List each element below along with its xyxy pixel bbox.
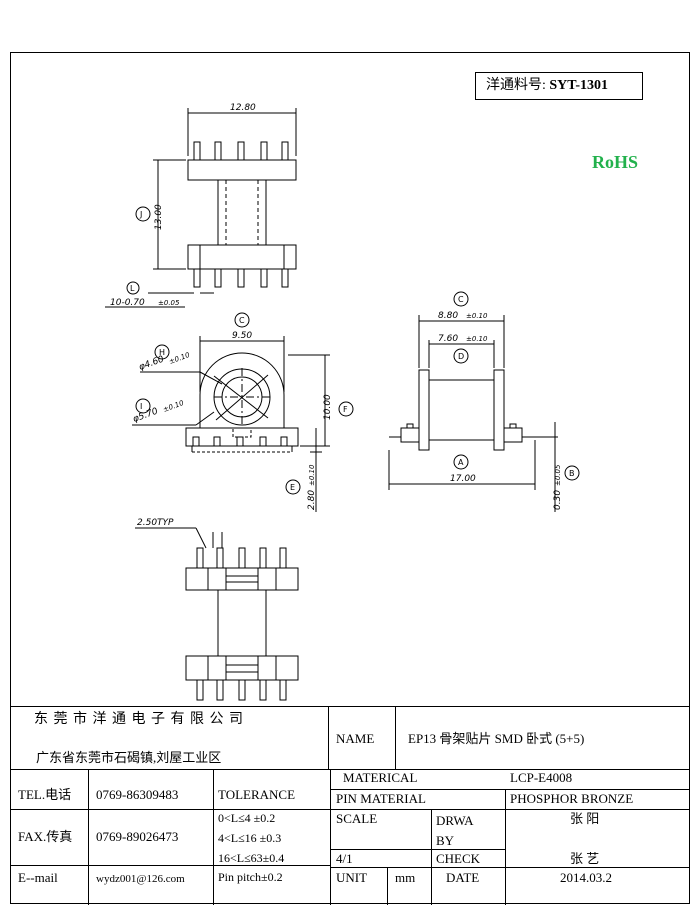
bottom-view xyxy=(135,527,299,701)
title-block: 东 莞 市 洋 通 电 子 有 限 公 司 广东省东莞市石碣镇,刘屋工业区 NA… xyxy=(10,706,690,905)
dim-height-front: 10.00 xyxy=(323,394,333,420)
unit-label: UNIT xyxy=(336,870,368,885)
dim-dia-outer-tol: ±0.10 xyxy=(162,399,185,414)
tolerance-line-1: 0<L≤4 ±0.2 xyxy=(218,811,276,825)
unit-value: mm xyxy=(395,870,416,885)
tag-j: J xyxy=(139,210,142,219)
tag-c-front: C xyxy=(239,316,245,325)
email-value: wydz001@126.com xyxy=(96,873,185,885)
part-number-value: SYT-1301 xyxy=(549,78,609,93)
dim-pin: 10-0.70 xyxy=(110,298,145,308)
tag-d: D xyxy=(458,352,464,361)
tag-e: E xyxy=(290,483,295,492)
email-label: E--mail xyxy=(18,870,58,885)
dim-top-width: 8.80 xyxy=(438,311,458,321)
date-label: DATE xyxy=(446,870,480,885)
dim-base-tol: ±0.10 xyxy=(308,464,316,486)
dim-inner-width-tol: ±0.10 xyxy=(466,335,488,343)
tolerance-line-3: 16<L≤63±0.4 xyxy=(218,851,285,865)
dim-top-width-tol: ±0.10 xyxy=(466,312,488,320)
dim-inner-width: 7.60 xyxy=(438,334,458,344)
dim-height-top: 13.00 xyxy=(154,204,164,230)
dim-dia-inner-tol: ±0.10 xyxy=(168,351,191,366)
dim-thick-tol: ±0.05 xyxy=(554,464,562,486)
side-view xyxy=(388,291,580,512)
drawing-sheet-border xyxy=(10,52,690,904)
dim-pin-tol: ±0.05 xyxy=(158,299,180,307)
check-value: 张 艺 xyxy=(570,851,600,866)
dim-pitch: 2.50TYP xyxy=(137,518,174,528)
fax-value: 0769-89026473 xyxy=(96,829,179,844)
dim-base: 2.80 xyxy=(307,490,317,510)
company-address: 广东省东莞市石碣镇,刘屋工业区 xyxy=(36,750,222,765)
drawn-label: DRWA BY xyxy=(436,813,473,848)
dim-length: 17.00 xyxy=(450,474,476,484)
dim-dia-outer: φ5.70 xyxy=(132,406,160,424)
dim-thick: 0.30 xyxy=(553,490,563,510)
name-label: NAME xyxy=(336,731,375,746)
tag-h: H xyxy=(159,348,165,357)
tag-a: A xyxy=(458,458,464,467)
tag-c-side: C xyxy=(458,295,464,304)
drawn-value: 张 阳 xyxy=(570,811,600,826)
pin-material-label: PIN MATERIAL xyxy=(336,791,426,806)
name-value: EP13 骨架贴片 SMD 卧式 (5+5) xyxy=(408,731,585,746)
top-view xyxy=(105,108,297,308)
tolerance-line-2: 4<L≤16 ±0.3 xyxy=(218,831,282,845)
tag-l: L xyxy=(130,284,135,293)
tag-i: I xyxy=(140,402,142,411)
tel-label: TEL.电话 xyxy=(18,787,72,802)
rohs-mark: RoHS xyxy=(592,152,639,172)
check-label: CHECK xyxy=(436,851,481,866)
tel-value: 0769-86309483 xyxy=(96,787,179,802)
scale-label: SCALE xyxy=(336,811,378,826)
company-name: 东 莞 市 洋 通 电 子 有 限 公 司 xyxy=(34,712,244,727)
dim-width-top: 12.80 xyxy=(230,103,256,113)
tolerance-label: TOLERANCE xyxy=(218,787,296,802)
material-label: MATERICAL xyxy=(343,770,418,785)
tag-f: F xyxy=(343,405,348,414)
scale-value: 4/1 xyxy=(336,851,353,866)
part-number-box: 洋通料号: SYT-1301 xyxy=(475,72,643,100)
tag-b: B xyxy=(569,469,575,478)
part-number-label: 洋通料号: xyxy=(486,78,546,93)
material-value: LCP-E4008 xyxy=(510,770,573,785)
dim-width-front: 9.50 xyxy=(232,331,252,341)
tolerance-line-4: Pin pitch±0.2 xyxy=(218,870,283,884)
dim-dia-inner: φ4.60 xyxy=(138,354,166,372)
front-view xyxy=(132,312,354,512)
pin-material-value: PHOSPHOR BRONZE xyxy=(510,791,634,806)
date-value: 2014.03.2 xyxy=(560,870,612,885)
fax-label: FAX.传真 xyxy=(18,829,73,844)
